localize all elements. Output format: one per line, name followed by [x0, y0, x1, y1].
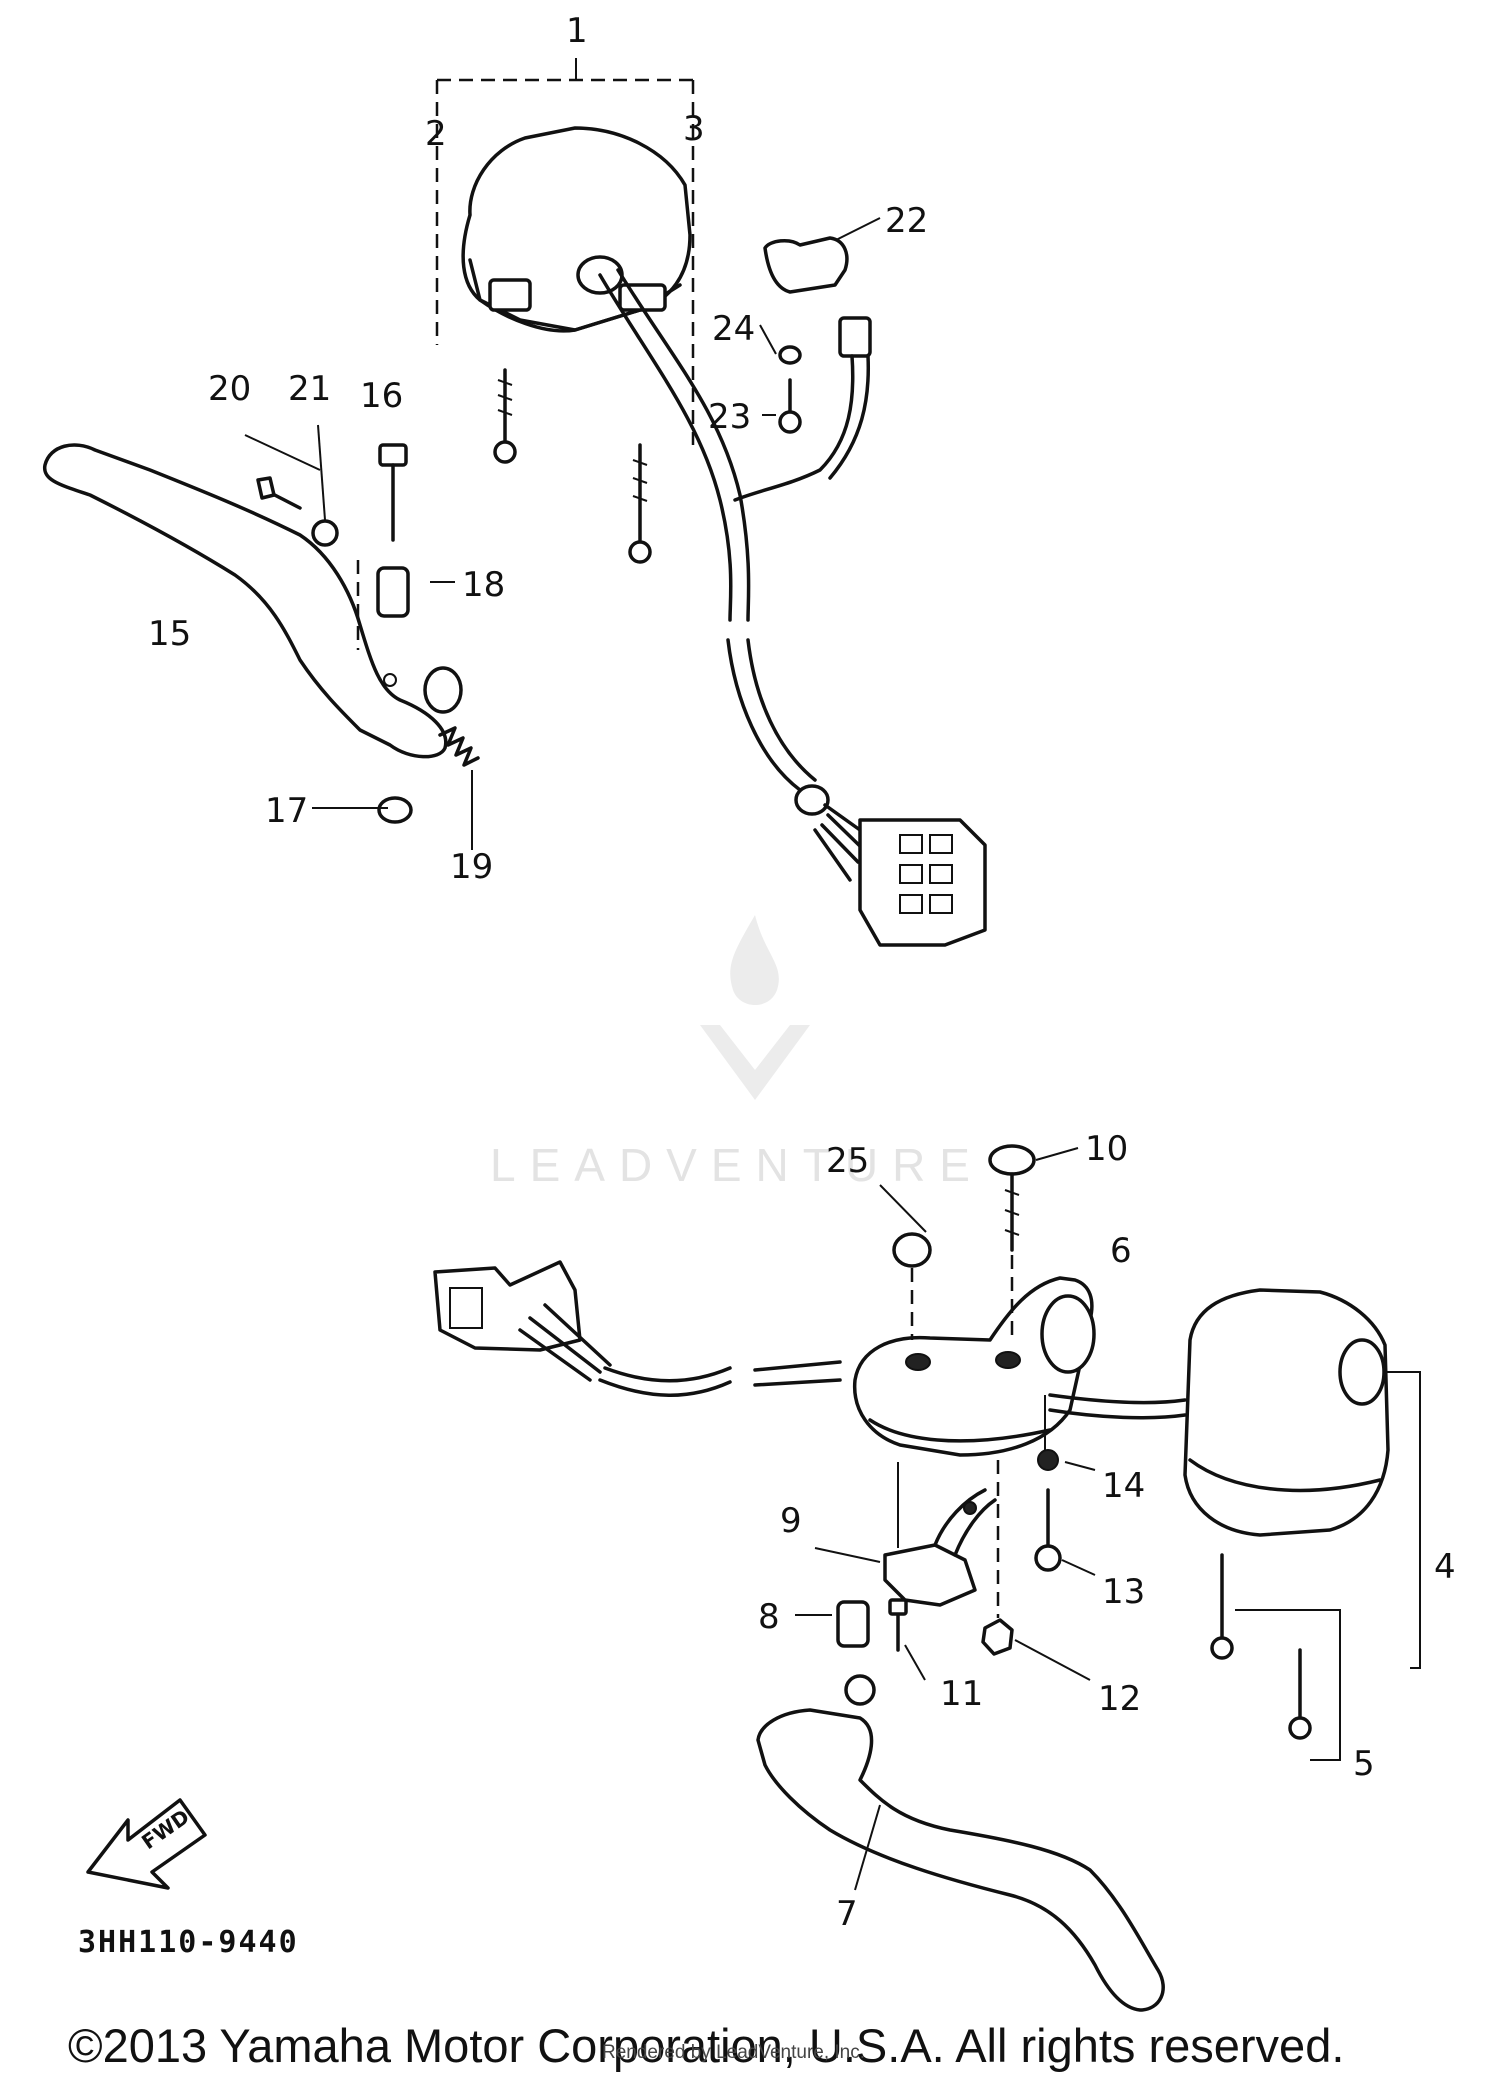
- nut-12: [981, 1460, 1014, 1656]
- callout-11: 11: [940, 1674, 983, 1714]
- reservoir-cap-25: [892, 1232, 932, 1340]
- brake-lever: [756, 1674, 1165, 2012]
- callout-7: 7: [836, 1894, 858, 1934]
- brake-switch: [883, 1488, 997, 1607]
- screw-13: [1034, 1488, 1062, 1572]
- spring-19: [438, 726, 480, 767]
- callout-5: 5: [1353, 1744, 1375, 1784]
- callout-18: 18: [462, 565, 505, 605]
- callout-13: 13: [1102, 1572, 1145, 1612]
- copyright-notice: ©2013 Yamaha Motor Corporation, U.S.A. A…: [68, 2019, 1345, 2072]
- callout-25: 25: [826, 1141, 869, 1181]
- lower-connector: [433, 1260, 842, 1397]
- callout-17: 17: [265, 791, 308, 831]
- clutch-switch: [733, 236, 872, 502]
- master-cylinder: [852, 1276, 1096, 1457]
- diagram-code: 3HH110-9440: [78, 1925, 299, 1960]
- housing-screw-left: [493, 368, 517, 464]
- leadventure-watermark-logo: [700, 915, 810, 1100]
- callout-12: 12: [1098, 1679, 1141, 1719]
- watermark-text: LEADVENTURE: [490, 1139, 984, 1191]
- nut-21: [311, 519, 339, 547]
- callout-3: 3: [683, 109, 705, 149]
- upper-wire-harness: [726, 638, 987, 947]
- right-switch-housing: [1048, 1288, 1390, 1537]
- assembly-bracket-1: [435, 58, 695, 445]
- callout-4: 4: [1434, 1547, 1456, 1587]
- callout-2: 2: [425, 114, 447, 154]
- callout-22: 22: [885, 201, 928, 241]
- collar-18: [376, 566, 410, 618]
- collar-8: [836, 1600, 870, 1648]
- left-switch-housing: [461, 126, 751, 622]
- rendered-by-notice: Rendered by LeadVenture, Inc.: [602, 2042, 866, 2063]
- housing-screw-right: [628, 443, 652, 564]
- callout-23: 23: [708, 397, 751, 437]
- screw-10: [988, 1144, 1036, 1340]
- callout-20: 20: [208, 369, 251, 409]
- fwd-arrow-icon: FWD: [86, 1798, 207, 1890]
- leader-lines: [244, 217, 1096, 1891]
- callout-1: 1: [566, 11, 588, 51]
- callout-labels: 1 2 3 4 5 6 7 8 9 10 11 12 13 14 15 16 1…: [148, 11, 1456, 1934]
- clutch-lever: [43, 443, 463, 759]
- bracket-5: [1235, 1609, 1341, 1761]
- callout-6: 6: [1110, 1231, 1132, 1271]
- callout-10: 10: [1085, 1129, 1128, 1169]
- housing-screws-5: [1210, 1553, 1312, 1740]
- callout-19: 19: [450, 847, 493, 887]
- callout-24: 24: [712, 309, 755, 349]
- callout-16: 16: [360, 376, 403, 416]
- callout-8: 8: [758, 1597, 780, 1637]
- switch-screw: [778, 345, 802, 434]
- callout-21: 21: [288, 369, 331, 409]
- bolt-11: [888, 1598, 908, 1652]
- lever-bolt-16: [378, 443, 408, 542]
- washer-14: [1037, 1395, 1059, 1471]
- bracket-4: [1385, 1371, 1421, 1669]
- callout-9: 9: [780, 1501, 802, 1541]
- nut-17: [377, 796, 413, 824]
- adjuster-bolt-20: [256, 476, 302, 510]
- callout-15: 15: [148, 614, 191, 654]
- callout-14: 14: [1102, 1466, 1145, 1506]
